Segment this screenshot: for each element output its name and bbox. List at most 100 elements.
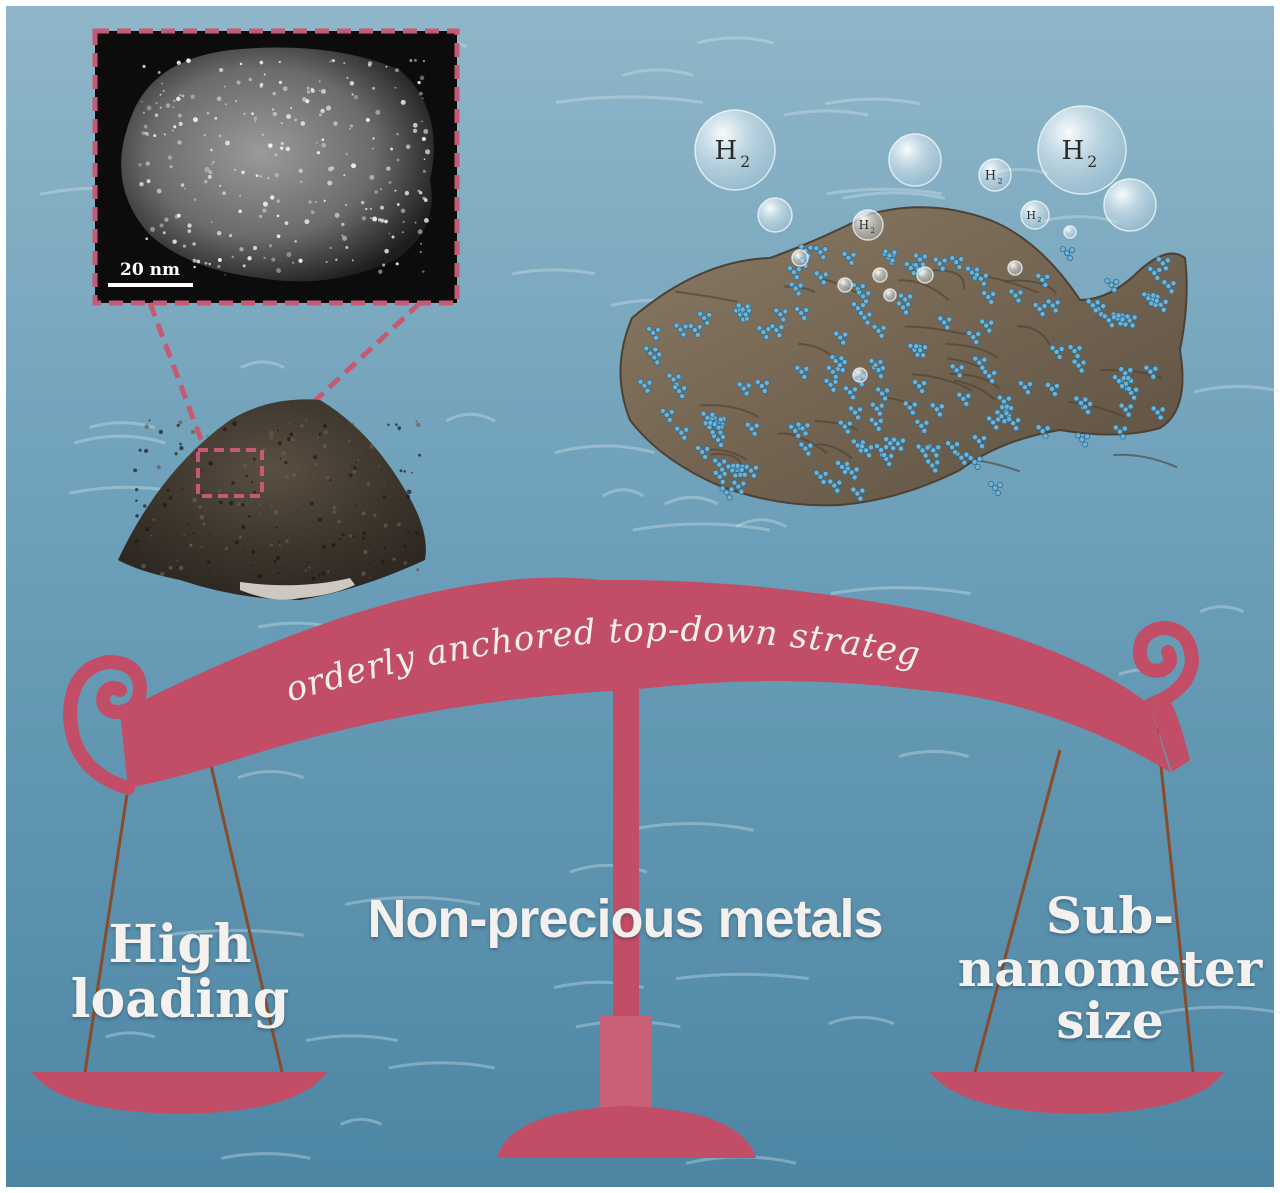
tem-speckle	[349, 127, 352, 130]
flake-crack	[1017, 325, 1051, 346]
powder-grain	[229, 500, 234, 506]
tem-speckle	[165, 103, 171, 108]
powder-grain	[309, 501, 314, 506]
tem-speckle	[333, 121, 338, 126]
atom-site	[856, 289, 872, 305]
atom-site	[841, 250, 857, 266]
powder-grain	[218, 500, 223, 505]
atom-site	[646, 325, 662, 341]
h2-label: H	[715, 136, 738, 166]
powder-grain	[178, 565, 184, 571]
powder-grain	[236, 479, 239, 482]
scale-base	[497, 1106, 756, 1158]
tem-speckle	[285, 146, 291, 152]
powder-grain	[416, 422, 421, 427]
powder-grain	[275, 555, 281, 561]
powder-grain	[222, 427, 227, 432]
powder-pile	[118, 399, 426, 600]
tem-speckle	[315, 141, 318, 144]
atom-site	[712, 469, 728, 485]
atom-site	[827, 478, 843, 494]
tem-speckle	[300, 121, 306, 126]
atom-site	[695, 444, 711, 460]
tem-speckle	[325, 105, 332, 111]
atom-site	[1150, 405, 1166, 421]
atom-site	[967, 454, 983, 470]
tem-speckle	[360, 200, 365, 205]
tem-speckle	[329, 246, 332, 250]
tem-speckle	[155, 102, 158, 105]
powder-grain	[144, 424, 150, 429]
tem-speckle	[177, 140, 182, 145]
tem-speckle	[171, 129, 174, 132]
hydrogen-bubble	[837, 277, 853, 293]
tem-speckle	[343, 62, 346, 65]
powder-grain	[325, 475, 330, 480]
tem-speckle	[251, 112, 254, 116]
right-pan-string-2	[1155, 727, 1195, 1073]
atom-site	[850, 486, 866, 502]
powder-grain	[403, 544, 407, 549]
tem-speckle	[184, 187, 187, 190]
atom-site	[837, 419, 853, 435]
atom-site	[700, 410, 716, 426]
powder-grain	[415, 420, 418, 423]
atom-site	[949, 363, 965, 379]
tem-speckle	[331, 58, 335, 63]
atom-site	[813, 469, 829, 485]
powder-grain	[287, 437, 292, 442]
tem-speckle	[214, 117, 218, 120]
powder-grain	[199, 514, 205, 520]
powder-grain	[407, 530, 410, 534]
tem-speckle	[310, 210, 315, 215]
tem-speckle	[262, 201, 268, 207]
tem-speckle	[172, 239, 177, 244]
powder-grain	[245, 474, 248, 478]
tem-speckle	[423, 217, 429, 223]
powder-grain	[405, 494, 411, 499]
tem-speckle	[386, 166, 391, 171]
atom-site	[1143, 364, 1159, 380]
powder-grain	[179, 445, 184, 451]
tem-speckle	[143, 124, 148, 129]
powder-grain	[306, 561, 309, 564]
flake-crack	[674, 290, 738, 303]
water-ripple	[1194, 384, 1280, 394]
powder-grain	[278, 544, 281, 547]
powder-grain	[224, 546, 229, 551]
tem-speckle	[144, 132, 147, 135]
powder-grain	[208, 461, 214, 466]
powder-grain	[403, 470, 406, 473]
tem-speckle	[173, 99, 176, 103]
powder-grain	[373, 513, 377, 517]
center-label: Non-precious metals	[367, 889, 883, 949]
tem-speckle	[167, 155, 173, 160]
powder-grain	[178, 420, 183, 425]
powder-grain	[387, 423, 390, 426]
tem-speckle	[320, 108, 325, 114]
atom-site	[731, 479, 747, 495]
water-ripple	[842, 191, 946, 200]
tem-speckle	[272, 111, 278, 117]
powder-grain	[188, 543, 192, 547]
tem-speckle	[159, 93, 162, 96]
tem-speckle	[139, 268, 144, 273]
tem-speckle	[353, 95, 358, 100]
atom-site	[988, 480, 1004, 496]
powder-grain	[397, 426, 402, 430]
atom-site	[966, 330, 982, 346]
powder-grain	[414, 531, 419, 536]
tem-speckle	[423, 129, 429, 134]
tem-speckle	[323, 199, 326, 202]
tem-speckle	[278, 80, 283, 85]
atom-site	[848, 405, 864, 421]
water-ripple	[898, 749, 969, 758]
tem-speckle	[391, 235, 395, 239]
tem-speckle	[327, 180, 333, 186]
powder-grain	[273, 510, 279, 515]
atom-site	[1032, 302, 1048, 318]
powder-grain	[217, 489, 222, 493]
tem-speckle	[206, 111, 210, 115]
